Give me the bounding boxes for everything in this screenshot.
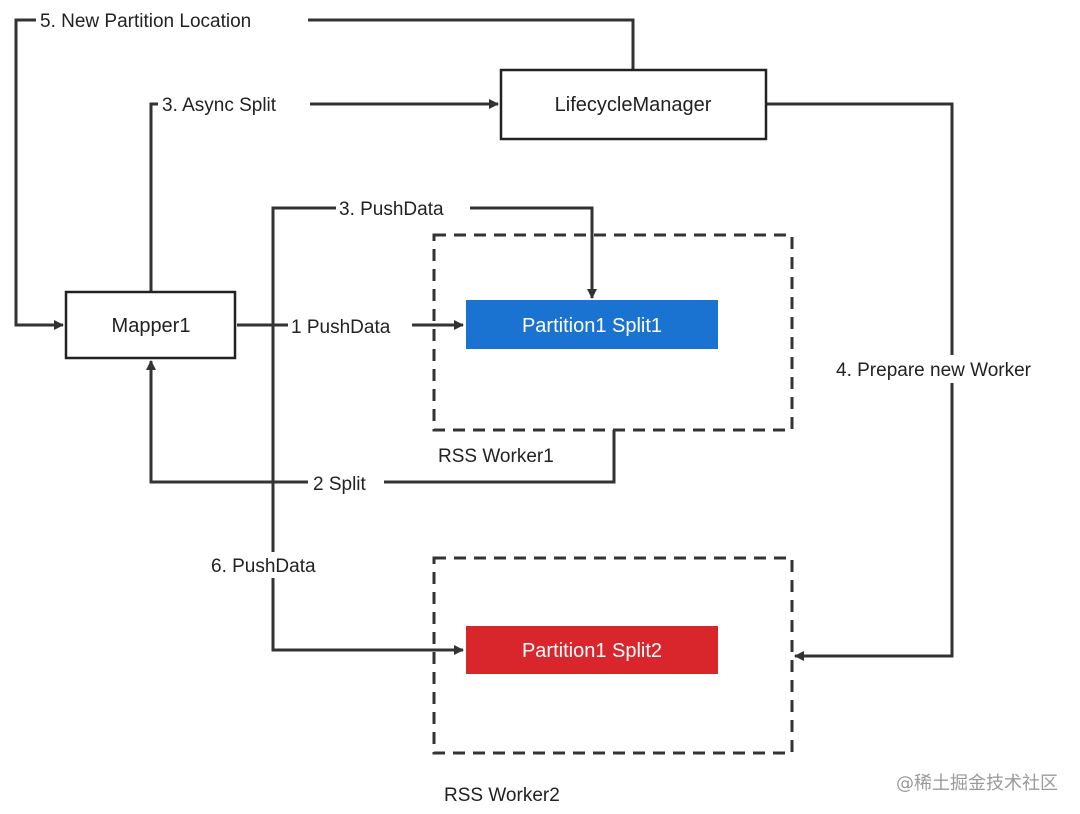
partition-split2-label: Partition1 Split2 bbox=[522, 640, 662, 662]
partition-split1-box bbox=[466, 300, 718, 349]
label-pushdata-1: 1 PushData bbox=[291, 317, 391, 338]
label-prepare-new-worker: 4. Prepare new Worker bbox=[836, 360, 1032, 381]
partition-split1-label: Partition1 Split1 bbox=[522, 315, 662, 337]
mapper-node bbox=[64, 290, 237, 360]
mapper-label: Mapper1 bbox=[112, 315, 191, 337]
worker2-container bbox=[432, 556, 794, 755]
label-async-split: 3. Async Split bbox=[162, 95, 277, 116]
lifecycle-manager-node bbox=[499, 68, 768, 141]
edge-pushdata-6 bbox=[271, 325, 464, 655]
label-new-partition-location: 5. New Partition Location bbox=[40, 11, 251, 32]
lifecycle-manager-label: LifecycleManager bbox=[555, 94, 712, 116]
edge-async-split bbox=[149, 99, 499, 292]
label-pushdata-6: 6. PushData bbox=[211, 556, 316, 577]
partition-split2-box bbox=[466, 626, 718, 674]
edge-new-partition-location bbox=[14, 18, 635, 330]
worker2-label: RSS Worker2 bbox=[444, 785, 560, 806]
worker1-label: RSS Worker1 bbox=[438, 446, 554, 467]
label-split-2: 2 Split bbox=[313, 474, 367, 495]
watermark: @稀土掘金技术社区 bbox=[896, 773, 1058, 794]
label-pushdata-3: 3. PushData bbox=[339, 199, 444, 220]
